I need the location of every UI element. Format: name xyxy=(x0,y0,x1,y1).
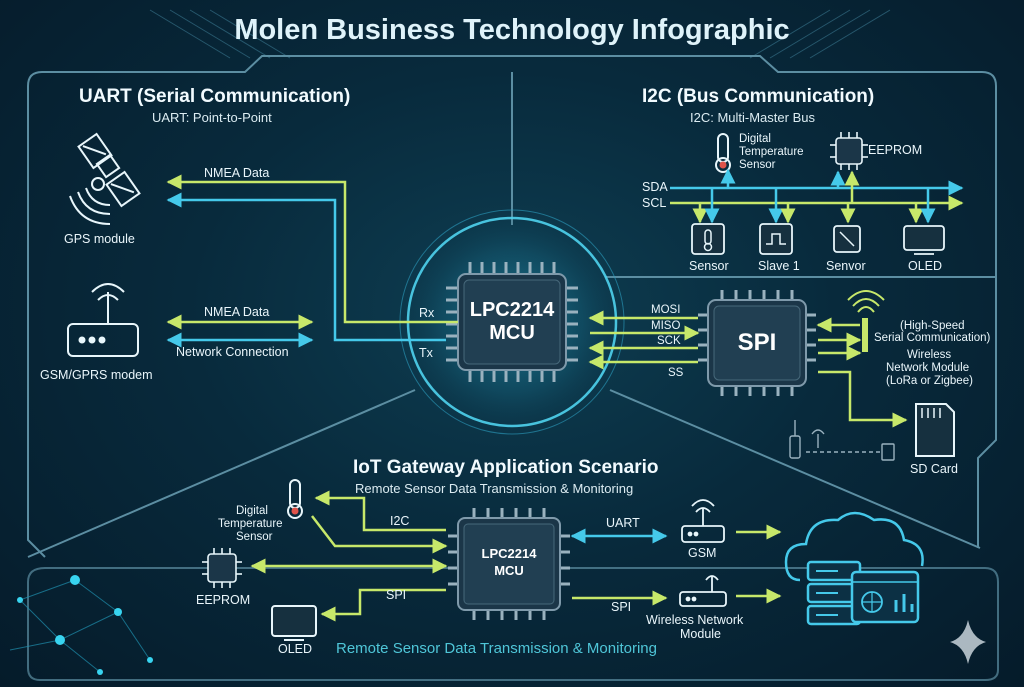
iot-uart-label: UART xyxy=(606,516,640,530)
uart-subtitle: UART: Point-to-Point xyxy=(152,110,272,125)
spi-signal-miso: MISO xyxy=(651,320,681,332)
iot-wireless-line1: Wireless Network xyxy=(646,613,744,627)
sd-card-icon xyxy=(915,403,955,457)
iot-wireless-router-icon xyxy=(679,575,727,607)
i2c-device-sensor: Sensor xyxy=(689,259,729,273)
mcu-label-line2: MCU xyxy=(489,322,535,344)
iot-temp-line2: Temperature xyxy=(218,518,283,530)
spi-signal-ss: SS xyxy=(668,367,684,379)
sparkle-icon xyxy=(950,620,986,664)
spi-note-line2: Serial Communication) xyxy=(874,332,991,344)
spi-chip xyxy=(698,290,816,396)
panel-frame xyxy=(27,55,999,681)
i2c-device-slave1: Slave 1 xyxy=(758,259,800,273)
spi-note-line1: (High-Speed xyxy=(900,320,965,332)
iot-temp-line1: Digital xyxy=(236,505,268,517)
i2c-temp-line1: Digital xyxy=(739,133,771,145)
spi-chip-label: SPI xyxy=(737,329,777,356)
tx-label: Tx xyxy=(419,346,433,360)
iot-title: IoT Gateway Application Scenario xyxy=(353,457,659,478)
spi-signal-mosi: MOSI xyxy=(651,304,681,316)
footer-caption: Remote Sensor Data Transmission & Monito… xyxy=(336,640,657,657)
uart-wires xyxy=(166,174,458,348)
wireless-link-icon xyxy=(789,420,895,461)
uart-title: UART (Serial Communication) xyxy=(79,86,351,107)
sd-card-label: SD Card xyxy=(910,462,958,476)
iot-spi-left-label: SPI xyxy=(386,588,407,602)
thermometer-icon xyxy=(715,133,731,173)
iot-eeprom-label: EEPROM xyxy=(196,593,251,607)
spi-wireless-line3: (LoRa or Zigbee) xyxy=(886,375,973,387)
network-label: Network Connection xyxy=(176,345,289,359)
i2c-title: I2C (Bus Communication) xyxy=(642,86,875,107)
i2c-device-senvor: Senvor xyxy=(826,259,866,273)
iot-eeprom-icon xyxy=(202,548,242,588)
iot-i2c-label: I2C xyxy=(390,514,410,528)
nmea-bottom-label: NMEA Data xyxy=(204,305,270,319)
i2c-eeprom-label: EEPROM xyxy=(868,143,923,157)
spi-wireless-line1: Wireless xyxy=(907,349,952,361)
satellite-icon xyxy=(69,132,141,225)
network-decoration xyxy=(9,575,153,675)
spi-wireless-line2: Network Module xyxy=(886,362,970,374)
iot-gsm-router-icon xyxy=(681,499,725,543)
iot-mcu-line2: MCU xyxy=(494,563,524,578)
i2c-device-icons xyxy=(691,223,945,255)
iot-oled-label: OLED xyxy=(278,642,313,656)
router-icon xyxy=(67,283,139,357)
iot-subtitle: Remote Sensor Data Transmission & Monito… xyxy=(355,481,634,496)
page-title: Molen Business Technology Infographic xyxy=(234,14,790,46)
gps-label: GPS module xyxy=(64,232,135,246)
scl-label: SCL xyxy=(642,196,667,210)
mcu-label-line1: LPC2214 xyxy=(469,299,555,321)
antenna-icon xyxy=(847,290,885,352)
rx-label: Rx xyxy=(419,306,435,320)
iot-temp-line3: Sensor xyxy=(236,531,273,543)
cloud-server-icon xyxy=(784,511,924,626)
iot-mcu-line1: LPC2214 xyxy=(481,546,537,561)
eeprom-chip-icon xyxy=(830,132,868,170)
i2c-device-oled: OLED xyxy=(908,259,943,273)
iot-mcu-chip xyxy=(448,508,570,620)
iot-spi-right-label: SPI xyxy=(611,600,632,614)
iot-right-wires xyxy=(570,524,782,606)
iot-oled-icon xyxy=(271,605,317,641)
nmea-top-label: NMEA Data xyxy=(204,166,270,180)
iot-wireless-line2: Module xyxy=(680,627,721,641)
iot-thermometer-icon xyxy=(287,479,303,519)
i2c-subtitle: I2C: Multi-Master Bus xyxy=(690,110,815,125)
i2c-device-glyphs xyxy=(703,229,855,252)
sda-label: SDA xyxy=(642,180,668,194)
header-decoration xyxy=(149,9,891,59)
iot-left-wires xyxy=(250,490,448,622)
spi-wires xyxy=(588,310,908,428)
i2c-bus xyxy=(670,168,964,224)
spi-signal-sck: SCK xyxy=(657,335,681,347)
i2c-temp-line2: Temperature xyxy=(739,146,804,158)
i2c-temp-line3: Sensor xyxy=(739,159,776,171)
gsm-label: GSM/GPRS modem xyxy=(40,368,153,382)
iot-gsm-label: GSM xyxy=(688,546,717,560)
